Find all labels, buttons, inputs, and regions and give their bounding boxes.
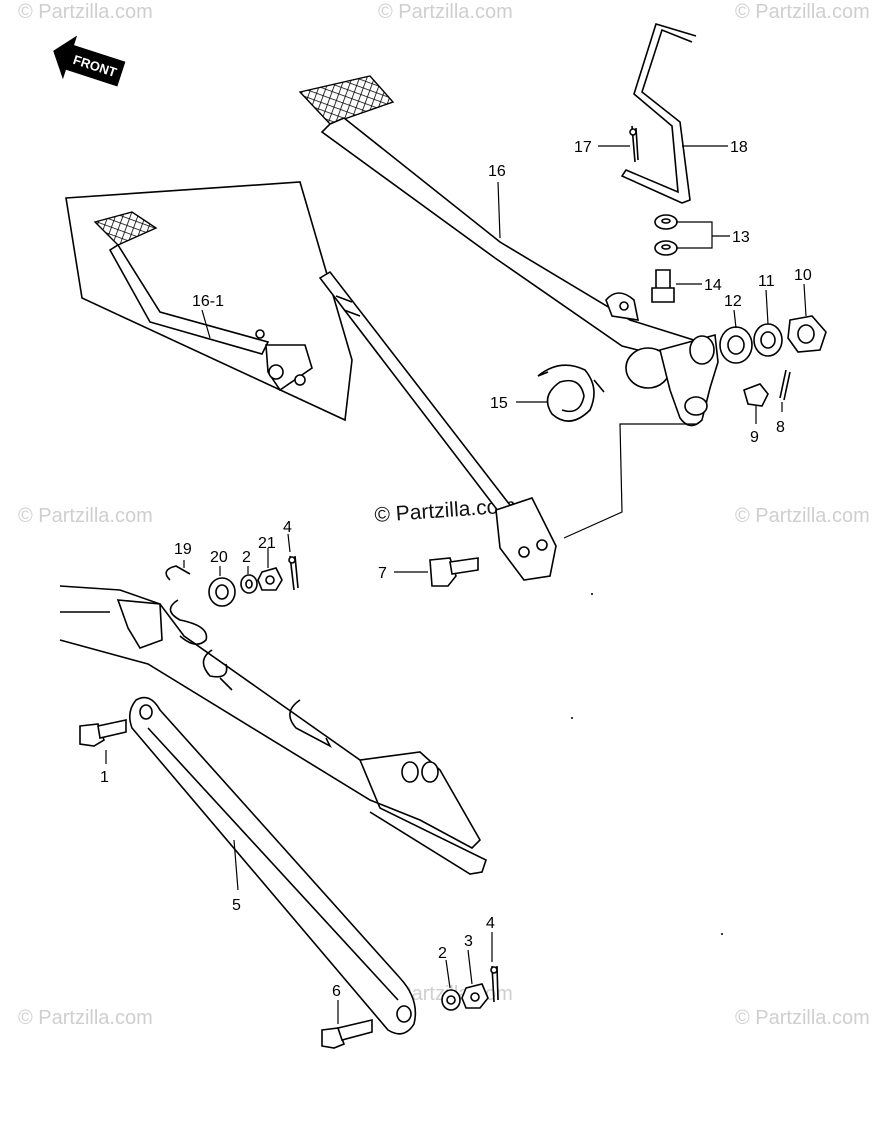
watermark-text: © Partzilla.com (378, 1, 513, 23)
cotter-pin-4a (288, 555, 299, 591)
return-spring-15 (537, 364, 605, 422)
part-label-11: 11 (758, 273, 775, 290)
bolt-6 (321, 1018, 373, 1049)
part-label-10: 10 (794, 267, 812, 284)
specks (571, 593, 723, 935)
inset-brake-pedal-16-1 (65, 181, 353, 422)
bolt-1 (79, 719, 127, 747)
part-label-4-upper: 4 (283, 519, 292, 536)
watermark-text: © Partzilla.com (735, 505, 870, 527)
part-label-17: 17 (574, 139, 592, 156)
part-label-2-upper: 2 (242, 549, 251, 566)
nuts-13 (654, 214, 678, 256)
washer-2b (441, 989, 461, 1011)
part-label-6: 6 (332, 983, 341, 1000)
watermark-text: © Partzilla.com (18, 1007, 153, 1029)
part-label-15: 15 (490, 395, 508, 412)
torque-link-5 (128, 696, 417, 1035)
front-arrow-icon: FRONT (53, 35, 126, 87)
castle-nut-9 (743, 383, 769, 407)
cotter-pin-17 (629, 125, 639, 163)
part-label-18: 18 (730, 139, 748, 156)
part-label-8: 8 (776, 419, 785, 436)
part-label-4-lower: 4 (486, 915, 495, 932)
part-label-19: 19 (174, 541, 192, 558)
cotter-pin-8 (779, 369, 791, 401)
swing-arm (59, 565, 487, 875)
brake-pedal-16 (298, 75, 719, 427)
part-label-3: 3 (464, 933, 473, 950)
nut-21 (257, 567, 283, 591)
part-label-1: 1 (100, 769, 109, 786)
brake-rod (318, 270, 696, 581)
part-label-9: 9 (750, 429, 759, 446)
part-label-2-lower: 2 (438, 945, 447, 962)
part-label-7: 7 (378, 565, 387, 582)
watermark-text: © Partzilla.com (735, 1007, 870, 1029)
part-label-20: 20 (210, 549, 228, 566)
watermark-text: © Partzilla.com (735, 1, 870, 23)
part-label-12: 12 (724, 293, 742, 310)
leader-lines (105, 145, 807, 1024)
part-label-16-1: 16-1 (192, 293, 224, 310)
part-label-5: 5 (232, 897, 241, 914)
part-label-13: 13 (732, 229, 750, 246)
washer-11 (753, 323, 783, 357)
collar-20 (208, 577, 236, 607)
watermark-text: © Partzilla.com (18, 1, 153, 23)
brake-switch-rod-18 (620, 23, 697, 204)
part-label-21: 21 (258, 535, 276, 552)
nut-3 (461, 983, 489, 1009)
bolt-7 (429, 557, 479, 587)
washer-12 (719, 326, 753, 364)
watermark-text: © Partzilla.com (18, 505, 153, 527)
part-label-16: 16 (488, 163, 506, 180)
washer-2a (240, 574, 258, 594)
part-labels: 17 18 16 13 14 10 11 12 16-1 15 9 8 19 2… (100, 139, 812, 1000)
part-label-14: 14 (704, 277, 722, 294)
bolt-14 (651, 269, 675, 303)
cap-nut-10 (787, 315, 827, 353)
cotter-pin-4b (490, 965, 499, 1003)
